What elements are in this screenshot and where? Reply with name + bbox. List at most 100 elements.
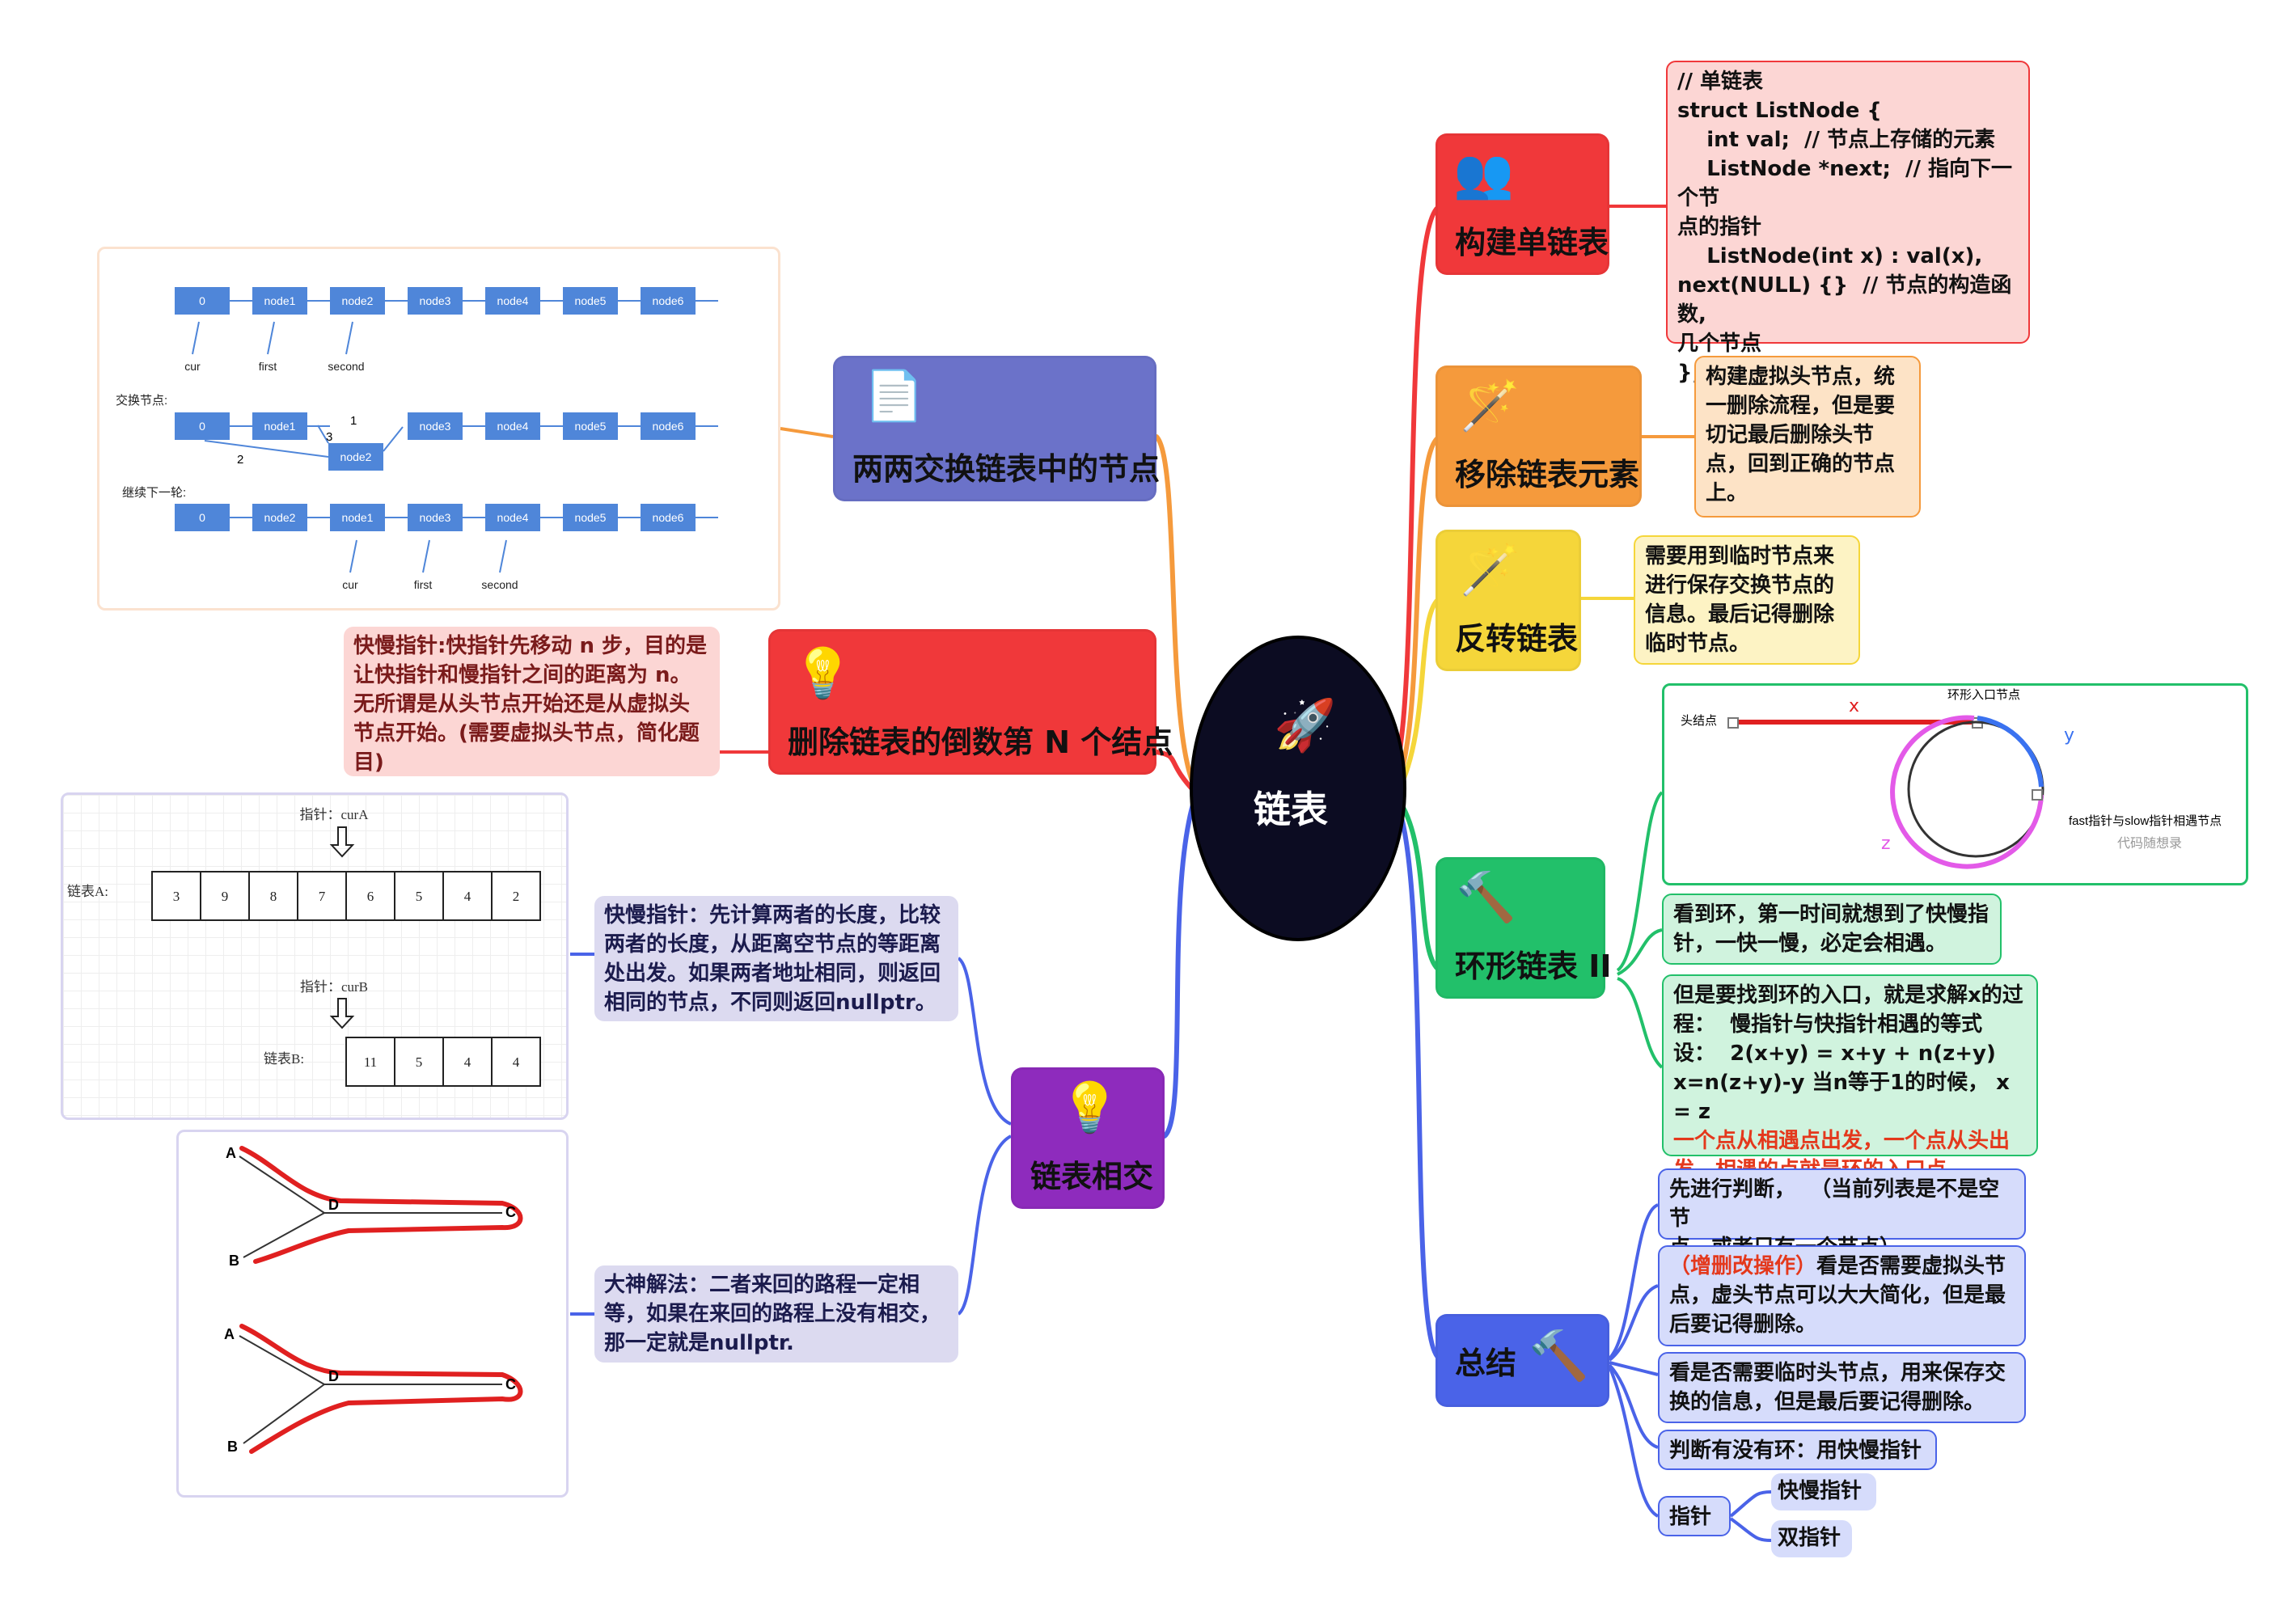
- swap-node: [408, 412, 463, 440]
- swap-node: [252, 412, 307, 440]
- point-a: A: [224, 1326, 235, 1342]
- swap-node: [330, 287, 385, 315]
- pointer-b-arrow: [329, 998, 355, 1029]
- branch-swap-pairs[interactable]: 📄 两两交换链表中的节点: [833, 356, 1160, 501]
- note-line: 针，一快一慢，必定会相遇。: [1673, 932, 1947, 956]
- list-cell-value: 4: [513, 1054, 520, 1070]
- swap-step-2: 2: [237, 453, 243, 467]
- note-line: 一删除流程，但是要: [1706, 394, 1896, 418]
- swap-node-label: node6: [653, 420, 684, 433]
- swap-node: [175, 287, 230, 315]
- point-b: B: [227, 1439, 238, 1455]
- list-cell: [151, 871, 201, 921]
- code-line: ListNode(int x) : val(x),: [1677, 244, 1983, 268]
- note-line-highlight: 一个点从相遇点出发，一个点从头出: [1673, 1129, 2011, 1153]
- swap-node-label: node1: [264, 420, 296, 433]
- cycle-note-2: 但是要找到环的入口，就是求解x的过 程： 慢指针与快指针相遇的等式 设： 2(x…: [1662, 974, 2038, 1182]
- intersection-path-diagram: A B C D A B C D: [176, 1130, 569, 1498]
- swap-node-label: node6: [653, 511, 684, 524]
- note-line: 需要用到临时节点来: [1645, 544, 1835, 568]
- note-line: 处出发。如果两者地址相同，则返回: [604, 961, 941, 986]
- swap-node: [563, 412, 618, 440]
- list-cell-value: 6: [367, 889, 374, 904]
- list-cell-value: 3: [173, 889, 180, 904]
- code-line: 几个节点: [1677, 332, 1762, 356]
- swap-node-label: 0: [199, 511, 205, 524]
- branch-build-list[interactable]: 👥 构建单链表: [1436, 133, 1609, 275]
- swap-pointer-label: cur: [184, 360, 201, 373]
- list-cell: [200, 871, 250, 921]
- code-line: struct ListNode {: [1677, 99, 1882, 123]
- list-cell: [394, 1037, 444, 1087]
- note-line: 指针: [1669, 1505, 1712, 1529]
- point-c: C: [505, 1204, 516, 1220]
- swap-node: [485, 504, 540, 531]
- lightbulb-icon: 💡: [793, 645, 853, 702]
- code-line: ListNode *next; // 指向下一个节: [1677, 157, 2013, 210]
- list-cell: [345, 1037, 395, 1087]
- branch-cycle-list[interactable]: 🔨 环形链表 II: [1436, 857, 1612, 999]
- note-line: 看是否需要临时头节点，用来保存交: [1669, 1361, 2006, 1385]
- note-line: 上。: [1706, 481, 1748, 505]
- swap-pointer-label: second: [481, 578, 518, 591]
- note-line: 信息。最后记得删除: [1645, 602, 1835, 627]
- note-line: 那一定就是nullptr.: [604, 1331, 794, 1355]
- note-line: 节点开始。(需要虚拟头节点，简化题: [353, 721, 700, 746]
- note-line: 进行保存交换节点的: [1645, 573, 1835, 598]
- swap-node: [641, 412, 696, 440]
- note-line: 两者的长度，从距离空节点的等距离: [604, 932, 941, 957]
- summary-double-pointer: 双指针: [1771, 1520, 1852, 1557]
- swap-node: [252, 504, 307, 531]
- swap-node: [330, 504, 385, 531]
- swap-step-3: 3: [326, 430, 332, 444]
- swap-node-label: node2: [264, 511, 296, 524]
- note-line: 看到环，第一时间就想到了快慢指: [1673, 902, 1989, 927]
- note-line: 但是要找到环的入口，就是求解x的过: [1673, 983, 2023, 1008]
- list-cell: [442, 871, 493, 921]
- lightbulb-icon: 💡: [1059, 1080, 1120, 1136]
- branch-remove-nth[interactable]: 💡 删除链表的倒数第 N 个结点: [768, 629, 1173, 775]
- central-topic[interactable]: 🚀 链表: [1193, 639, 1403, 938]
- cycle-diagram: 头结点 环形入口节点 x y z fast指针与slow指针相遇节点 代码随想录: [1662, 683, 2248, 885]
- branch-reverse-list[interactable]: 🪄 反转链表: [1436, 530, 1581, 671]
- branch-summary[interactable]: 🔨 总结: [1436, 1314, 1609, 1407]
- swap-node-extra: node2: [340, 450, 372, 463]
- swap-node-label: node1: [264, 294, 296, 307]
- note-line: 程： 慢指针与快指针相遇的等式: [1673, 1012, 1983, 1037]
- branch-intersection[interactable]: 💡 链表相交: [1011, 1067, 1165, 1209]
- list-cell-value: 11: [364, 1054, 377, 1070]
- swap-node: [563, 504, 618, 531]
- swap-node-label: 0: [199, 294, 205, 307]
- branch-remove-elements[interactable]: 🪄 移除链表元素: [1436, 365, 1642, 507]
- swap-label-3: 继续下一轮:: [122, 486, 186, 500]
- note-line: 切记最后删除头节: [1706, 423, 1875, 447]
- note-line: 后要记得删除。: [1669, 1312, 1817, 1337]
- list-cell: [442, 1037, 493, 1087]
- note-line: 点，回到正确的节点: [1706, 452, 1896, 476]
- note-line: 快慢指针: [1778, 1479, 1863, 1503]
- summary-fast-slow-pointer: 快慢指针: [1771, 1473, 1876, 1510]
- summary-note-3: 看是否需要临时头节点，用来保存交 换的信息，但是最后要记得删除。: [1658, 1352, 2026, 1423]
- gavel-icon: 🔨: [1529, 1328, 1589, 1384]
- cycle-note-1: 看到环，第一时间就想到了快慢指 针，一快一慢，必定会相遇。: [1662, 894, 2002, 965]
- swap-node-label: node3: [420, 294, 451, 307]
- swap-node-label: node3: [420, 420, 451, 433]
- head-node-label: 头结点: [1681, 714, 1717, 728]
- note-line: 让快指针和慢指针之间的距离为 n。: [353, 663, 691, 687]
- reverse-list-note: 需要用到临时节点来 进行保存交换节点的 信息。最后记得删除 临时节点。: [1634, 535, 1860, 665]
- swap-node: [408, 287, 463, 315]
- swap-pointer-label: first: [414, 578, 433, 591]
- rocket-icon: 🚀: [1274, 695, 1337, 754]
- swap-node: [563, 287, 618, 315]
- build-list-code-note: // 单链表 struct ListNode { int val; // 节点上…: [1666, 61, 2030, 385]
- note-line: 双指针: [1778, 1526, 1841, 1550]
- point-a: A: [226, 1145, 236, 1161]
- swap-node-label: node5: [575, 511, 607, 524]
- note-line: 快慢指针:快指针先移动 n 步，目的是: [353, 634, 708, 658]
- note-line: 目): [353, 750, 384, 775]
- note-line: 等，如果在来回的路程上没有相交，: [604, 1302, 941, 1326]
- swap-pointer-label: cur: [342, 578, 358, 591]
